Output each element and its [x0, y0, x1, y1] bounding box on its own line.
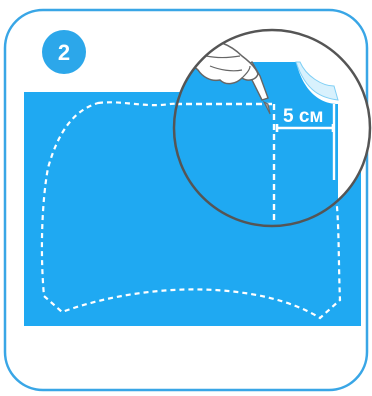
step-badge: 2: [42, 30, 86, 74]
measurement-label: 5 см: [283, 106, 323, 127]
step-number: 2: [58, 40, 70, 65]
